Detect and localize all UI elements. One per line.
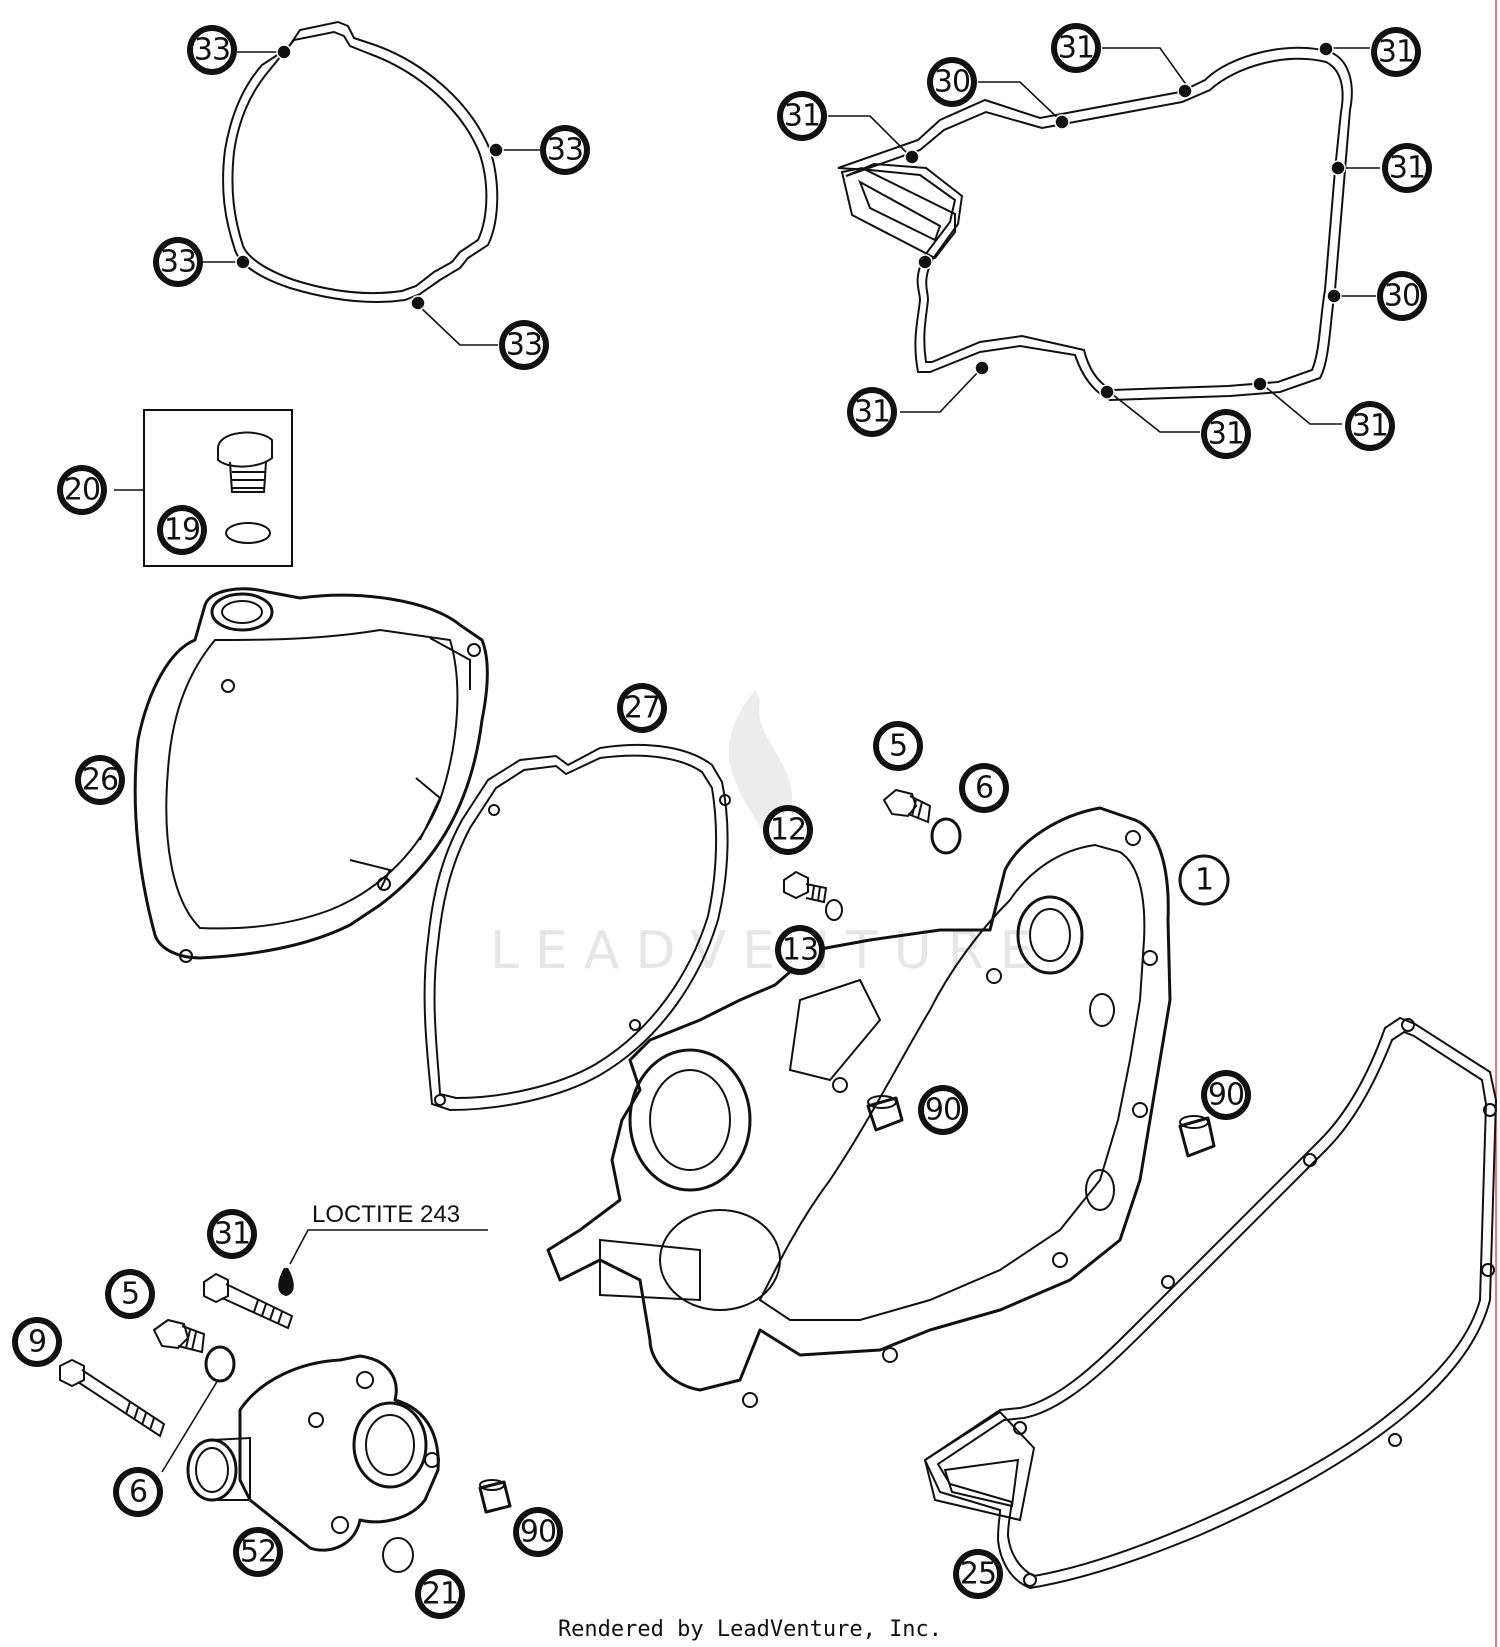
drain-plug-bottom <box>152 1318 206 1354</box>
oil-plug-o-ring <box>225 522 271 544</box>
callout-21: 21 <box>415 1569 465 1619</box>
callout-52: 52 <box>233 1527 283 1577</box>
callout-20: 20 <box>57 465 107 515</box>
svg-text:33: 33 <box>506 328 542 363</box>
svg-text:31: 31 <box>784 99 820 134</box>
callout-33-b: 33 <box>540 125 590 175</box>
callout-9: 9 <box>12 1317 62 1367</box>
svg-text:6: 6 <box>129 1475 147 1510</box>
svg-text:90: 90 <box>925 1093 961 1128</box>
callout-26: 26 <box>75 755 125 805</box>
callout-25: 25 <box>953 1549 1003 1599</box>
callout-30-b: 30 <box>1377 271 1427 321</box>
footer-credit: Rendered by LeadVenture, Inc. <box>558 1617 942 1642</box>
svg-text:1: 1 <box>1195 863 1213 898</box>
svg-text:27: 27 <box>624 691 660 726</box>
washer-small <box>825 899 843 921</box>
callout-5-b: 5 <box>105 1269 155 1319</box>
callout-31-g: 31 <box>1345 401 1395 451</box>
svg-text:90: 90 <box>520 1515 556 1550</box>
svg-text:12: 12 <box>770 813 806 848</box>
callout-12: 12 <box>763 805 813 855</box>
svg-text:25: 25 <box>960 1557 996 1592</box>
loctite-label: LOCTITE 243 <box>312 1201 460 1228</box>
callout-31-d: 31 <box>1382 143 1432 193</box>
svg-text:31: 31 <box>1389 151 1425 186</box>
callout-31-b: 31 <box>1051 23 1101 73</box>
svg-text:52: 52 <box>240 1535 276 1570</box>
callout-1: 1 <box>1178 854 1230 906</box>
svg-text:33: 33 <box>194 33 230 68</box>
crankcase-cover-gasket <box>923 1016 1498 1590</box>
drain-plug-top <box>882 788 932 824</box>
oil-plug-kit-box <box>143 409 293 567</box>
bolt-31 <box>203 1272 294 1330</box>
svg-text:30: 30 <box>934 65 970 100</box>
callout-31-e: 31 <box>847 387 897 437</box>
svg-text:31: 31 <box>214 1217 250 1252</box>
svg-text:90: 90 <box>1208 1078 1244 1113</box>
svg-text:21: 21 <box>422 1577 458 1612</box>
svg-text:31: 31 <box>1352 409 1388 444</box>
svg-text:31: 31 <box>1058 31 1094 66</box>
clutch-cover-gasket <box>837 46 1353 402</box>
callout-33-d: 33 <box>499 320 549 370</box>
svg-text:5: 5 <box>121 1277 139 1312</box>
callout-90-b: 90 <box>1201 1070 1251 1120</box>
dowel-sleeve-a <box>866 1095 904 1132</box>
svg-text:33: 33 <box>547 133 583 168</box>
svg-text:31: 31 <box>854 395 890 430</box>
callout-19: 19 <box>157 505 207 555</box>
callout-27: 27 <box>617 683 667 733</box>
callout-31-f: 31 <box>1201 409 1251 459</box>
callout-6-a: 6 <box>959 763 1009 813</box>
callout-layer: 33 33 33 33 31 30 31 31 31 30 31 31 31 2… <box>12 23 1432 1619</box>
callout-30-a: 30 <box>927 57 977 107</box>
dowel-sleeve-c <box>478 1479 512 1514</box>
svg-text:31: 31 <box>1208 417 1244 452</box>
svg-text:26: 26 <box>82 763 118 798</box>
callout-6-b: 6 <box>113 1467 163 1517</box>
callout-90-a: 90 <box>918 1085 968 1135</box>
outer-clutch-cover <box>133 587 489 963</box>
clutch-cover-gasket-inner <box>423 743 731 1112</box>
loctite-note: LOCTITE 243 <box>278 1201 488 1296</box>
callout-31-c: 31 <box>1371 27 1421 77</box>
callout-33-a: 33 <box>187 25 237 75</box>
svg-text:30: 30 <box>1384 279 1420 314</box>
ignition-cover-gasket <box>222 20 499 303</box>
svg-text:19: 19 <box>164 513 200 548</box>
svg-text:5: 5 <box>889 729 907 764</box>
oil-filler-plug <box>216 431 273 493</box>
water-pump-cover <box>186 1354 440 1552</box>
svg-text:31: 31 <box>1378 35 1414 70</box>
callout-5-a: 5 <box>873 721 923 771</box>
bolt-9 <box>59 1358 166 1438</box>
svg-text:20: 20 <box>64 473 100 508</box>
callout-31-a: 31 <box>777 91 827 141</box>
sealing-ring-top <box>930 817 962 855</box>
svg-text:13: 13 <box>782 933 818 968</box>
svg-text:9: 9 <box>28 1325 46 1360</box>
callout-33-c: 33 <box>153 237 203 287</box>
droplet-icon <box>278 1268 294 1296</box>
callout-31-h: 31 <box>207 1209 257 1259</box>
dowel-sleeve-b <box>1178 1115 1216 1158</box>
banjo-screw <box>783 870 828 904</box>
pump-o-ring <box>382 1537 414 1573</box>
callout-90-c: 90 <box>513 1507 563 1557</box>
callout-13: 13 <box>775 925 825 975</box>
inner-clutch-cover <box>546 806 1172 1408</box>
svg-text:33: 33 <box>160 245 196 280</box>
svg-text:6: 6 <box>975 771 993 806</box>
sealing-ring-bottom <box>204 1345 236 1383</box>
